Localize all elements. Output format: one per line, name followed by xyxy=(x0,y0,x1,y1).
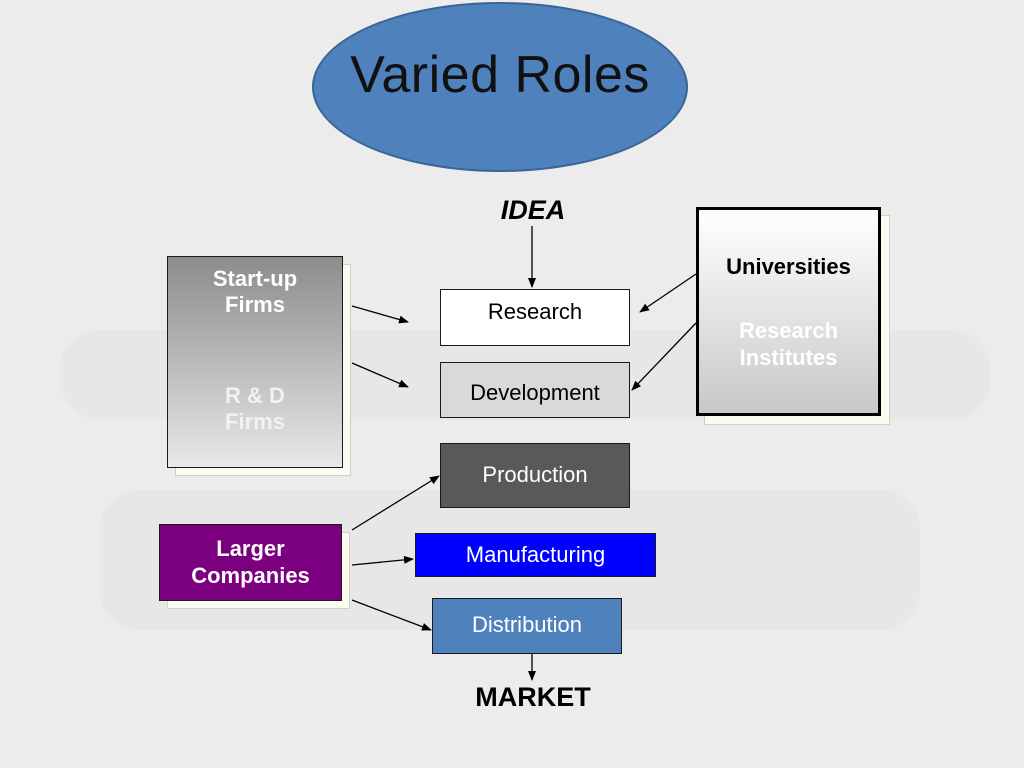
arrow-companies-to-distribution xyxy=(351,599,432,631)
development-label: Development xyxy=(470,379,600,405)
startup-firms-label: Start-up Firms xyxy=(212,266,298,318)
distribution-box: Distribution xyxy=(432,598,622,654)
research-box: Research xyxy=(440,289,630,346)
research-label: Research xyxy=(487,299,583,325)
distribution-label: Distribution xyxy=(471,611,583,637)
page-title: Varied Roles xyxy=(350,46,650,104)
production-label: Production xyxy=(482,462,588,488)
title-ellipse: Varied Roles xyxy=(312,2,688,172)
arrow-universities-to-development xyxy=(631,322,697,391)
development-box: Development xyxy=(440,362,630,418)
startup-firms-box: Start-up Firms R & D Firms xyxy=(167,256,343,468)
arrow-startup-to-development xyxy=(351,362,409,388)
arrow-startup-to-research xyxy=(351,305,409,324)
universities-label: Universities xyxy=(726,254,851,279)
idea-label: IDEA xyxy=(500,195,566,225)
arrow-companies-to-production xyxy=(351,475,440,531)
rd-firms-label: R & D Firms xyxy=(225,382,285,435)
larger-companies-label: Larger Companies xyxy=(191,536,310,588)
manufacturing-label: Manufacturing xyxy=(465,541,606,567)
universities-box: Universities Research Institutes xyxy=(696,207,881,416)
larger-companies-box: Larger Companies xyxy=(159,524,342,601)
arrow-companies-to-manufacturing xyxy=(351,555,414,566)
manufacturing-box: Manufacturing xyxy=(415,533,656,577)
arrow-universities-to-research xyxy=(639,273,697,313)
research-institutes-label: Research Institutes xyxy=(738,318,839,370)
production-box: Production xyxy=(440,443,630,508)
market-label: MARKET xyxy=(475,682,591,712)
